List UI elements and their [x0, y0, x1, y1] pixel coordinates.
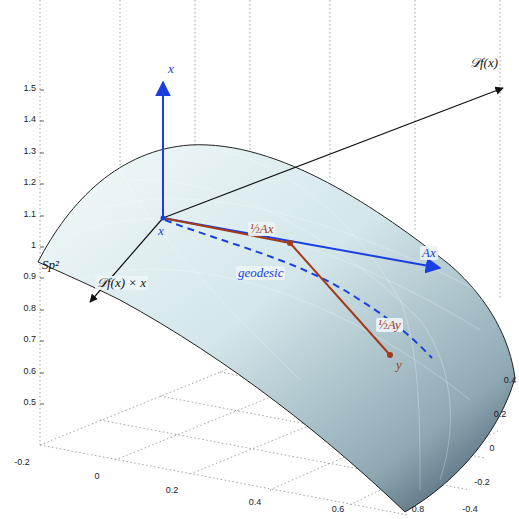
- tick-label: 0.5: [23, 398, 36, 408]
- tick-label: 0.6: [23, 367, 36, 377]
- tick-label: 0: [94, 472, 99, 482]
- df-vector: [163, 88, 503, 218]
- tick-label: 0.8: [23, 304, 36, 314]
- tick-label: 0.2: [166, 486, 179, 496]
- half-step-path: [163, 218, 390, 355]
- vector-label: ½Ay: [376, 318, 403, 332]
- tick-label: 0.4: [504, 376, 517, 386]
- tick-label: -0.4: [462, 505, 478, 515]
- vector-label: x: [168, 62, 174, 76]
- tick-label: 0.7: [23, 335, 36, 345]
- tick-label: 1: [31, 241, 36, 251]
- tick-label: 0.9: [23, 272, 36, 282]
- tick-label: -0.2: [14, 458, 30, 468]
- point-half: [287, 240, 293, 246]
- tick-label: 0.8: [412, 505, 425, 515]
- surface-mesh: [70, 150, 495, 490]
- tick-label: 0.6: [332, 505, 345, 515]
- tick-label: 0.2: [494, 410, 507, 420]
- tick-marks: [40, 90, 44, 404]
- tick-label: 0: [489, 444, 494, 454]
- point-y: [387, 352, 393, 358]
- tick-label: 1.1: [23, 210, 36, 220]
- point-x: [161, 216, 166, 221]
- tick-label: 1.4: [23, 115, 36, 125]
- vector-label: 𝒟f(x) × x: [95, 276, 148, 290]
- vector-label: Ax: [420, 246, 438, 260]
- cross-vector: [90, 218, 163, 302]
- sphere-surface: [38, 145, 515, 512]
- tick-label: -0.2: [474, 478, 490, 488]
- geodesic-curve: [165, 220, 432, 358]
- surface-label: Sp²: [42, 258, 59, 272]
- tick-label: 1.3: [23, 147, 36, 157]
- vector-label: 𝒟f(x): [470, 56, 498, 70]
- point-label: y: [396, 358, 402, 372]
- x-vector: [162, 82, 164, 218]
- curve-label: geodesic: [236, 266, 285, 280]
- tick-label: 1.5: [23, 84, 36, 94]
- point-label: x: [158, 224, 164, 238]
- tick-label: 1.2: [23, 178, 36, 188]
- tick-label: 0.4: [249, 498, 262, 508]
- vector-label: ½Ax: [248, 222, 275, 236]
